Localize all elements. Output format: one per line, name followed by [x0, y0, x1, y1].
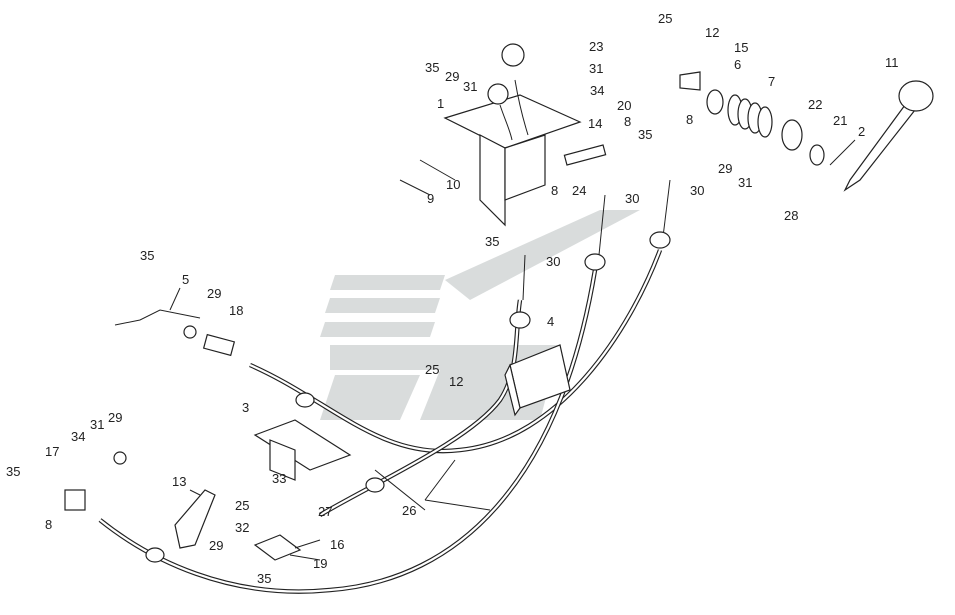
callout: 30 — [690, 183, 704, 198]
callout: 29 — [207, 286, 221, 301]
callout: 31 — [738, 175, 752, 190]
callout: 15 — [734, 40, 748, 55]
callout: 31 — [90, 417, 104, 432]
callout: 31 — [463, 79, 477, 94]
cable-bracket — [504, 344, 571, 417]
watermark-logo — [320, 210, 640, 420]
callout: 13 — [172, 474, 186, 489]
callout: 32 — [235, 520, 249, 535]
callout: 20 — [617, 98, 631, 113]
callout: 5 — [182, 272, 189, 287]
callout: 27 — [318, 504, 332, 519]
callout: 35 — [425, 60, 439, 75]
callout: 17 — [45, 444, 59, 459]
callout: 2 — [858, 124, 865, 139]
mounting-brackets — [64, 419, 352, 561]
callout: 33 — [272, 471, 286, 486]
callout: 8 — [686, 112, 693, 127]
callout: 12 — [449, 374, 463, 389]
callout: 30 — [625, 191, 639, 206]
callout: 12 — [705, 25, 719, 40]
linkage-rod — [114, 309, 236, 357]
callout: 1 — [437, 96, 444, 111]
callout: 4 — [547, 314, 554, 329]
callout: 8 — [45, 517, 52, 532]
callout: 35 — [6, 464, 20, 479]
callout: 3 — [242, 400, 249, 415]
callout: 29 — [209, 538, 223, 553]
callout: 28 — [784, 208, 798, 223]
callout: 21 — [833, 113, 847, 128]
callout: 34 — [590, 83, 604, 98]
callout: 11 — [885, 55, 899, 70]
callout: 10 — [446, 177, 460, 192]
callout: 35 — [638, 127, 652, 142]
callout-labels: 25 12 15 6 7 22 21 2 11 28 31 29 30 8 35… — [6, 11, 899, 586]
callout: 29 — [445, 69, 459, 84]
callout: 24 — [572, 183, 586, 198]
lever-spring-assembly — [679, 71, 934, 192]
callout: 14 — [588, 116, 602, 131]
gear-shifter-assembly — [443, 43, 607, 227]
callout: 25 — [425, 362, 439, 377]
leader-lines — [169, 139, 856, 561]
callout: 23 — [589, 39, 603, 54]
callout: 7 — [768, 74, 775, 89]
callout: 19 — [313, 556, 327, 571]
callout: 16 — [330, 537, 344, 552]
callout: 30 — [546, 254, 560, 269]
callout: 8 — [624, 114, 631, 129]
callout: 25 — [235, 498, 249, 513]
callout: 35 — [485, 234, 499, 249]
callout: 29 — [718, 161, 732, 176]
callout: 31 — [589, 61, 603, 76]
control-cables — [98, 179, 671, 594]
callout: 18 — [229, 303, 243, 318]
callout: 29 — [108, 410, 122, 425]
callout: 34 — [71, 429, 85, 444]
callout: 9 — [427, 191, 434, 206]
callout: 6 — [734, 57, 741, 72]
callout: 22 — [808, 97, 822, 112]
callout: 35 — [257, 571, 271, 586]
callout: 8 — [551, 183, 558, 198]
callout: 25 — [658, 11, 672, 26]
callout: 35 — [140, 248, 154, 263]
callout: 26 — [402, 503, 416, 518]
